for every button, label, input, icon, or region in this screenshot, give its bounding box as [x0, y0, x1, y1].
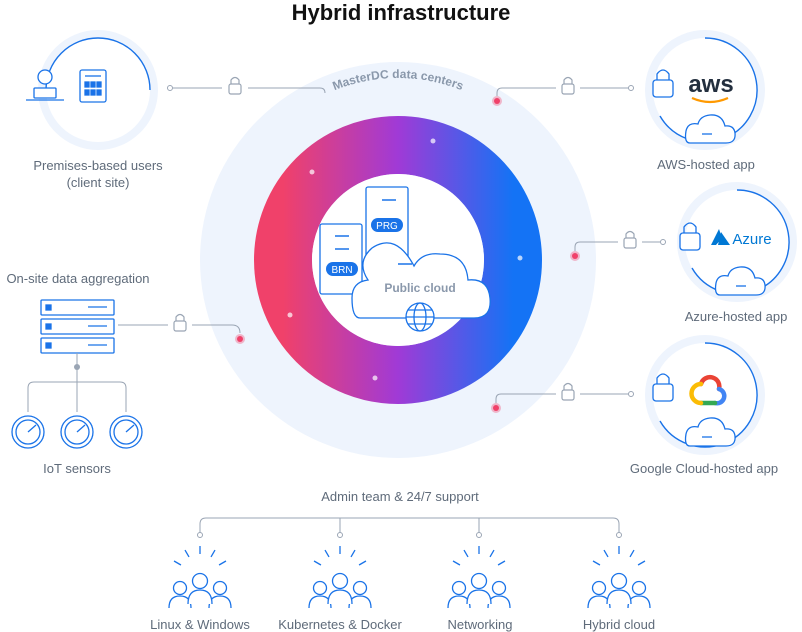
google-cloud-node	[645, 335, 765, 455]
team-label-kubernetes: Kubernetes & Docker	[278, 617, 402, 632]
azure-node: Azure	[677, 182, 797, 302]
gauge-icons	[11, 415, 143, 449]
cloud-icon	[684, 114, 736, 144]
premises-label: Premises-based users (client site)	[33, 158, 163, 190]
cloud-icon	[684, 417, 736, 447]
aws-node: aws	[645, 30, 765, 150]
team-icon	[308, 546, 372, 609]
lock-icon	[561, 382, 575, 401]
team-label-linux: Linux & Windows	[150, 617, 250, 632]
page-title: Hybrid infrastructure	[291, 0, 511, 25]
team-icon	[447, 546, 511, 609]
iot-tree-lines	[27, 353, 127, 412]
gcloud-label: Google Cloud-hosted app	[629, 461, 779, 476]
support-heading: Admin team & 24/7 support	[321, 489, 479, 504]
lock-icon	[561, 76, 575, 95]
team-icon	[168, 546, 232, 609]
iot-label: IoT sensors	[43, 461, 111, 476]
aws-label: AWS-hosted app	[657, 157, 755, 172]
lock-icon	[228, 76, 242, 95]
lock-icon	[623, 230, 637, 249]
team-label-networking: Networking	[447, 617, 513, 632]
connector-lines	[118, 85, 666, 403]
building-icon	[79, 69, 107, 103]
aws-logo: aws	[688, 71, 733, 98]
server-prg-label: PRG	[376, 221, 398, 232]
user-laptop-icon	[26, 69, 64, 101]
team-label-hybrid: Hybrid cloud	[582, 617, 656, 632]
gauge-icon	[60, 415, 94, 449]
datacenter-ring	[254, 116, 542, 404]
aggregation-label: On-site data aggregation	[6, 271, 150, 286]
team-icons	[168, 546, 651, 609]
premises-node	[26, 30, 158, 150]
server-brn-label: BRN	[331, 265, 352, 276]
public-cloud-icon: Public cloud	[351, 242, 491, 319]
lock-icon	[652, 69, 674, 98]
aws-smile-icon	[691, 96, 729, 104]
public-cloud-label: Public cloud	[384, 281, 455, 295]
lock-icon	[173, 313, 187, 332]
server-stack-icon	[40, 299, 115, 354]
azure-label: Azure-hosted app	[684, 309, 788, 324]
cloud-icon	[714, 266, 766, 296]
azure-logo-mark	[711, 229, 730, 245]
lock-icons	[173, 76, 637, 401]
azure-logo: Azure	[732, 231, 771, 248]
team-icon	[587, 546, 651, 609]
server-brn: BRN	[319, 223, 363, 295]
ring-dots	[287, 138, 523, 381]
connector-dots	[235, 96, 580, 413]
lock-icon	[652, 373, 674, 402]
globe-icon	[405, 302, 435, 332]
support-tree-lines	[197, 517, 622, 538]
iot-dots	[74, 364, 80, 370]
lock-icon	[679, 222, 701, 251]
google-cloud-logo	[689, 374, 727, 406]
gauge-icon	[11, 415, 45, 449]
gauge-icon	[109, 415, 143, 449]
